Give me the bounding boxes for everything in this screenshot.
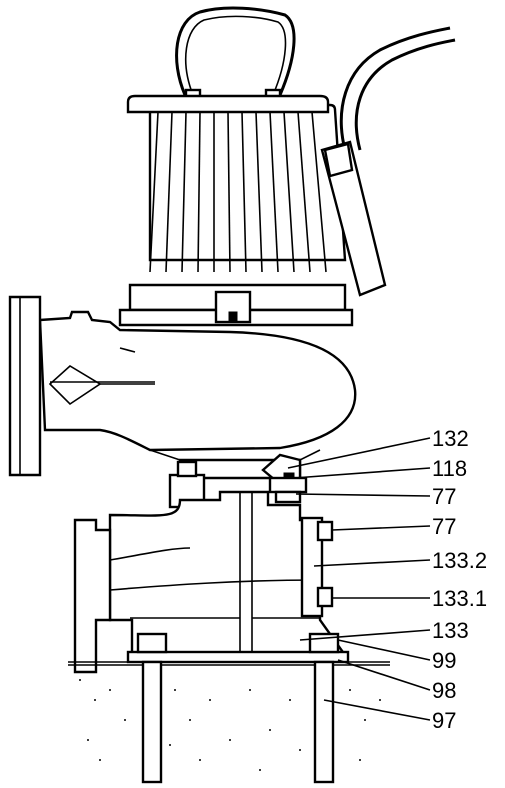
label-97: 97 <box>432 708 456 733</box>
cooling-fins <box>149 111 327 273</box>
foundation <box>68 632 390 784</box>
label-118: 118 <box>432 456 467 481</box>
label-132: 132 <box>432 426 469 451</box>
lifting-handle <box>175 6 296 104</box>
motor-housing <box>118 94 354 327</box>
label-77-lower: 77 <box>432 514 456 539</box>
pump-volute <box>8 295 357 480</box>
base-pedestal <box>73 490 347 674</box>
label-133: 133 <box>432 618 469 643</box>
label-99: 99 <box>432 648 456 673</box>
label-133-1: 133.1 <box>432 586 487 611</box>
callout-labels: 132 118 77 77 133.2 133.1 133 99 98 97 <box>432 426 487 733</box>
leader-lines <box>287 437 431 721</box>
label-133-2: 133.2 <box>432 548 487 573</box>
power-cable <box>339 26 456 151</box>
label-98: 98 <box>432 678 456 703</box>
concrete-texture <box>79 679 381 771</box>
connection-bracket <box>168 453 308 509</box>
cable-gland <box>320 140 387 297</box>
label-77-upper: 77 <box>432 484 456 509</box>
